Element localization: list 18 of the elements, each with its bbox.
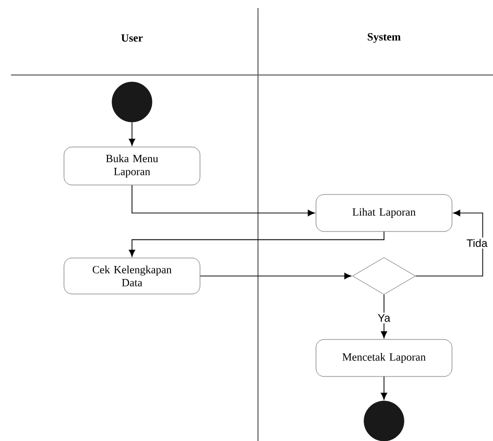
arrow — [200, 272, 352, 280]
arrow — [415, 210, 484, 276]
arrow — [380, 294, 388, 338]
edge-label: Tida — [466, 238, 488, 248]
activity-box: Mencetak Laporan — [316, 339, 452, 377]
arrow — [128, 231, 384, 257]
lane-header: System — [368, 33, 401, 43]
decision-diamond — [352, 257, 416, 295]
activity-box: Cek Kelengkapan Data — [64, 258, 200, 294]
start-node — [112, 82, 152, 122]
edge-label: Ya — [378, 314, 390, 322]
lane-header: User — [121, 34, 143, 42]
arrow — [132, 184, 315, 216]
arrow — [128, 122, 136, 146]
end-node — [364, 400, 404, 441]
activity-box: Lihat Laporan — [316, 194, 452, 232]
arrow — [380, 376, 388, 400]
activity-box: Buka Menu Laporan — [64, 146, 200, 186]
